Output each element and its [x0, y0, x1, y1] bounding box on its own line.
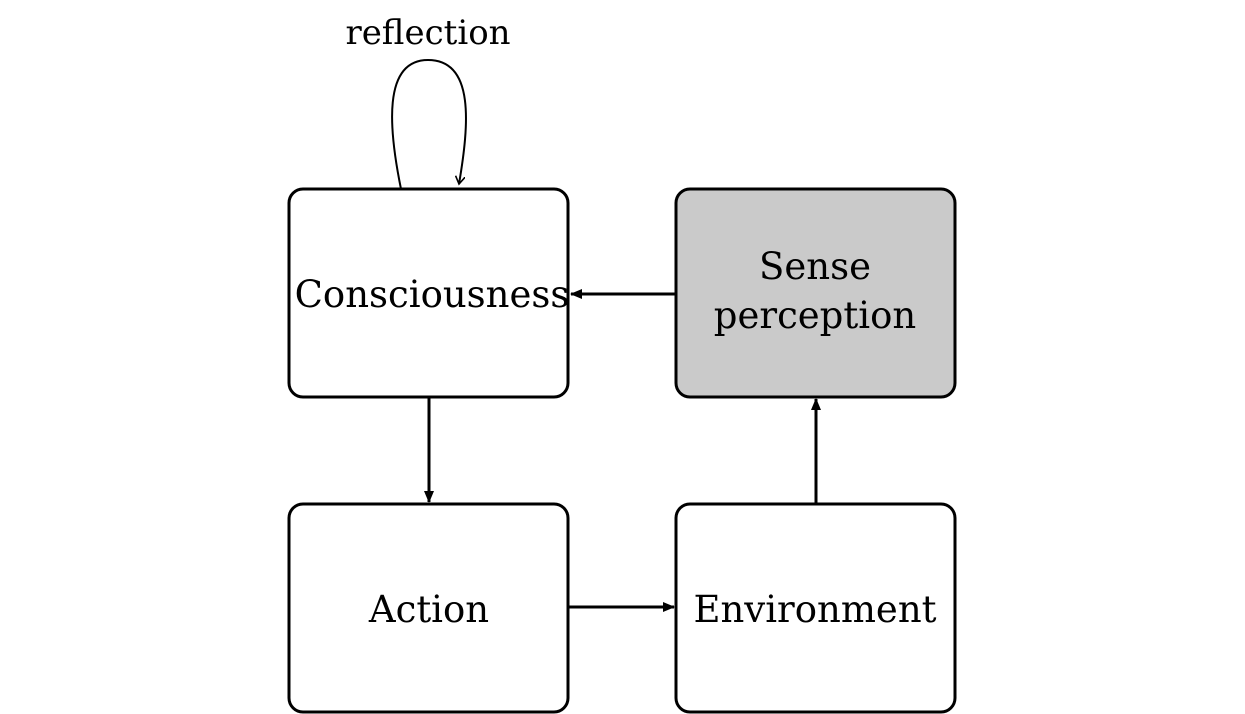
action-node: Action — [287, 502, 570, 714]
sense-perception-box — [674, 187, 957, 399]
action-label: Action — [368, 588, 489, 631]
environment-node: Environment — [674, 502, 957, 714]
environment-label: Environment — [693, 588, 936, 631]
consciousness-box — [287, 187, 570, 399]
environment-box — [674, 502, 957, 714]
consciousness-node: Consciousness — [287, 187, 570, 399]
sense-perception-label-line1: Sense — [759, 245, 871, 288]
sense-perception-label-line2: perception — [714, 294, 916, 337]
reflection-loop-arrow — [391, 58, 467, 190]
sense-perception-node: Sense perception — [674, 187, 957, 399]
consciousness-label: Consciousness — [295, 273, 570, 316]
action-box — [287, 502, 570, 714]
reflection-label: reflection — [345, 13, 510, 53]
